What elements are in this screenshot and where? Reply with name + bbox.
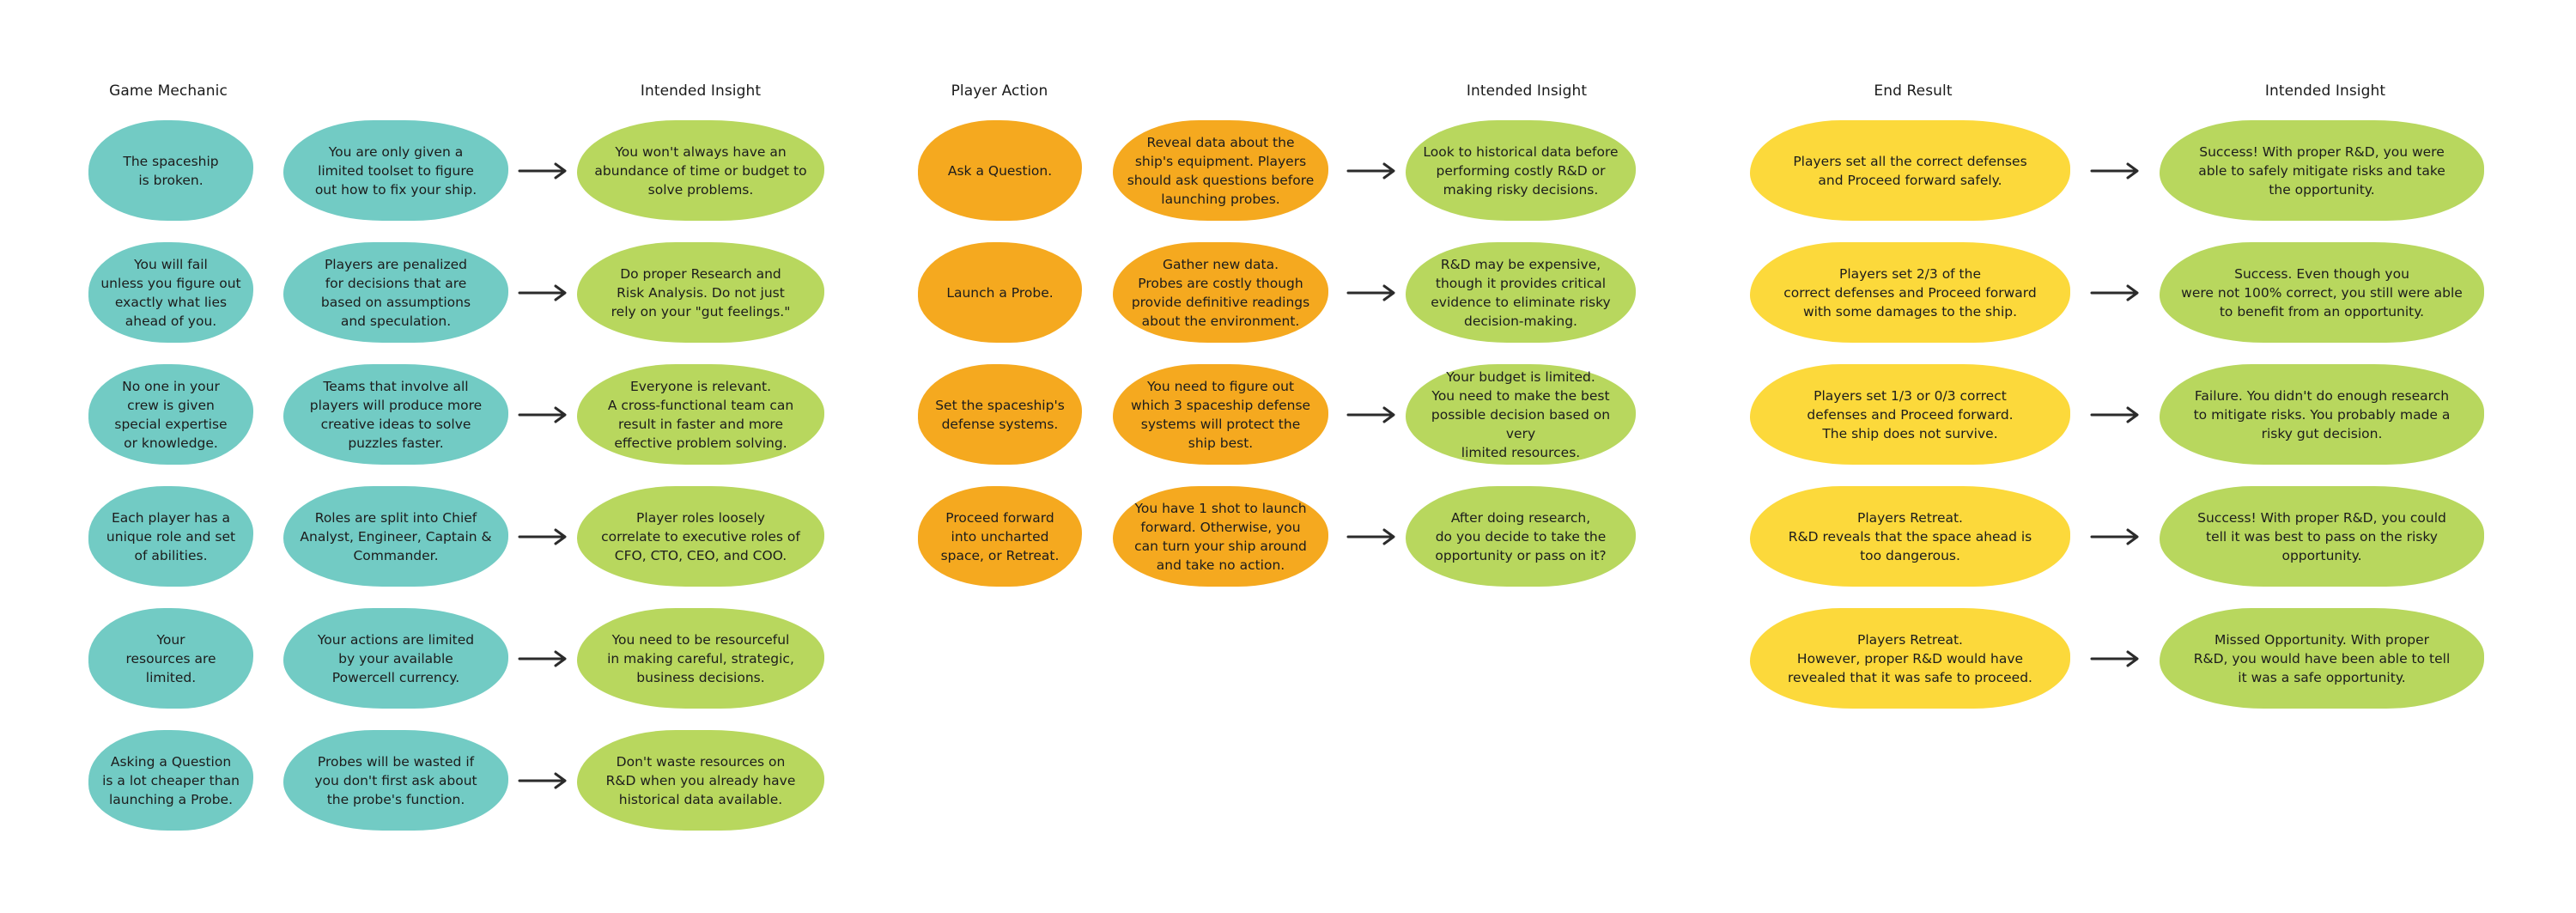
insight-card: Player roles loosely correlate to execut… bbox=[577, 486, 824, 587]
end-result-card: Players set all the correct defenses and… bbox=[1750, 120, 2070, 221]
player-action-card: Set the spaceship's defense systems. bbox=[918, 364, 1082, 465]
mechanic-detail-card: You are only given a limited toolset to … bbox=[283, 120, 508, 221]
arrow-right-icon bbox=[1346, 406, 1396, 423]
header-intended-insight-1: Intended Insight bbox=[640, 82, 762, 100]
game-mechanic-card: Your resources are limited. bbox=[88, 608, 253, 709]
player-action-card: Ask a Question. bbox=[918, 120, 1082, 221]
arrow-right-icon bbox=[2090, 528, 2140, 545]
game-mechanic-card: Asking a Question is a lot cheaper than … bbox=[88, 730, 253, 831]
arrow-right-icon bbox=[518, 162, 568, 180]
insight-card: Your budget is limited. You need to make… bbox=[1406, 364, 1636, 465]
insight-card: Success! With proper R&D, you were able … bbox=[2160, 120, 2484, 221]
arrow-right-icon bbox=[518, 284, 568, 301]
insight-card: Success. Even though you were not 100% c… bbox=[2160, 242, 2484, 343]
arrow-right-icon bbox=[518, 650, 568, 667]
arrow-right-icon bbox=[1346, 162, 1396, 180]
header-player-action: Player Action bbox=[951, 82, 1048, 100]
insight-card: Failure. You didn't do enough research t… bbox=[2160, 364, 2484, 465]
end-result-card: Players Retreat. R&D reveals that the sp… bbox=[1750, 486, 2070, 587]
insight-card: R&D may be expensive, though it provides… bbox=[1406, 242, 1636, 343]
action-detail-card: Gather new data. Probes are costly thoug… bbox=[1113, 242, 1328, 343]
end-result-card: Players set 1/3 or 0/3 correct defenses … bbox=[1750, 364, 2070, 465]
action-detail-card: Reveal data about the ship's equipment. … bbox=[1113, 120, 1328, 221]
end-result-card: Players set 2/3 of the correct defenses … bbox=[1750, 242, 2070, 343]
insight-card: You won't always have an abundance of ti… bbox=[577, 120, 824, 221]
insight-card: After doing research, do you decide to t… bbox=[1406, 486, 1636, 587]
arrow-right-icon bbox=[2090, 162, 2140, 180]
arrow-right-icon bbox=[518, 772, 568, 789]
arrow-right-icon bbox=[2090, 406, 2140, 423]
arrow-right-icon bbox=[518, 406, 568, 423]
arrow-right-icon bbox=[518, 528, 568, 545]
game-mechanic-card: No one in your crew is given special exp… bbox=[88, 364, 253, 465]
end-result-card: Players Retreat. However, proper R&D wou… bbox=[1750, 608, 2070, 709]
mechanic-detail-card: Players are penalized for decisions that… bbox=[283, 242, 508, 343]
game-mechanic-card: The spaceship is broken. bbox=[88, 120, 253, 221]
header-end-result: End Result bbox=[1874, 82, 1953, 100]
player-action-card: Launch a Probe. bbox=[918, 242, 1082, 343]
header-intended-insight-3: Intended Insight bbox=[2264, 82, 2386, 100]
mechanic-detail-card: Probes will be wasted if you don't first… bbox=[283, 730, 508, 831]
arrow-right-icon bbox=[1346, 284, 1396, 301]
insight-card: Missed Opportunity. With proper R&D, you… bbox=[2160, 608, 2484, 709]
arrow-right-icon bbox=[1346, 528, 1396, 545]
mechanic-detail-card: Roles are split into Chief Analyst, Engi… bbox=[283, 486, 508, 587]
insight-card: Do proper Research and Risk Analysis. Do… bbox=[577, 242, 824, 343]
insight-card: You need to be resourceful in making car… bbox=[577, 608, 824, 709]
arrow-right-icon bbox=[2090, 284, 2140, 301]
arrow-right-icon bbox=[2090, 650, 2140, 667]
insight-card: Success! With proper R&D, you could tell… bbox=[2160, 486, 2484, 587]
insight-card: Don't waste resources on R&D when you al… bbox=[577, 730, 824, 831]
header-game-mechanic: Game Mechanic bbox=[109, 82, 228, 100]
game-mechanic-card: You will fail unless you figure out exac… bbox=[88, 242, 253, 343]
action-detail-card: You have 1 shot to launch forward. Other… bbox=[1113, 486, 1328, 587]
game-mechanic-card: Each player has a unique role and set of… bbox=[88, 486, 253, 587]
player-action-card: Proceed forward into uncharted space, or… bbox=[918, 486, 1082, 587]
mechanic-detail-card: Your actions are limited by your availab… bbox=[283, 608, 508, 709]
insight-card: Look to historical data before performin… bbox=[1406, 120, 1636, 221]
action-detail-card: You need to figure out which 3 spaceship… bbox=[1113, 364, 1328, 465]
insight-card: Everyone is relevant. A cross-functional… bbox=[577, 364, 824, 465]
header-intended-insight-2: Intended Insight bbox=[1466, 82, 1588, 100]
mechanic-detail-card: Teams that involve all players will prod… bbox=[283, 364, 508, 465]
